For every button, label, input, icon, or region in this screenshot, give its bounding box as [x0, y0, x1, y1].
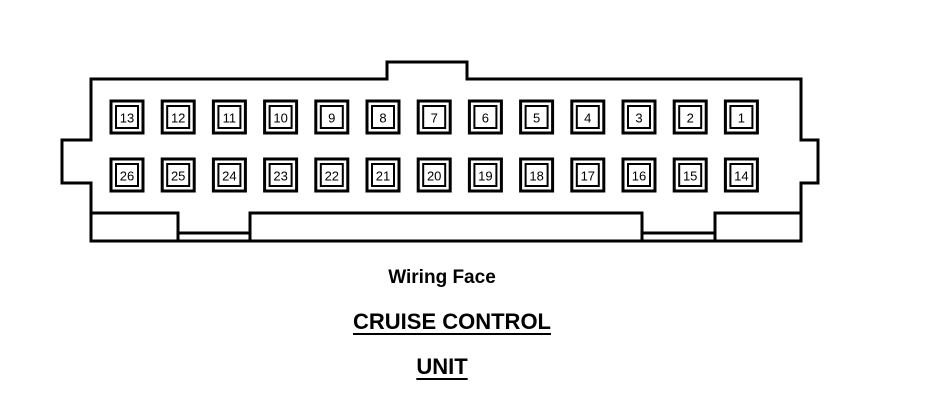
pin-number: 4 [584, 111, 591, 126]
pin-terminal [115, 163, 139, 187]
pin-terminal [575, 163, 600, 187]
pin-terminal [422, 163, 447, 187]
pin-number: 13 [120, 111, 134, 126]
pin-21: 21 [365, 157, 401, 193]
pin-18: 18 [519, 157, 555, 193]
pin-terminal [729, 105, 754, 129]
pin-terminal [371, 163, 395, 187]
diagram-title: CRUISE CONTROL [353, 309, 551, 334]
pin-25: 25 [160, 157, 196, 193]
pin-number: 19 [478, 169, 492, 184]
pin-22: 22 [314, 157, 350, 193]
connector-bottom-key [91, 211, 801, 241]
pin-number: 24 [222, 169, 236, 184]
pin-number: 22 [325, 169, 339, 184]
pin-terminal [319, 105, 344, 129]
pin-9: 9 [314, 99, 350, 135]
pin-number: 12 [171, 111, 185, 126]
pin-terminal [166, 105, 191, 129]
pin-3: 3 [621, 99, 657, 135]
pin-terminal [115, 105, 139, 129]
pin-terminal [371, 105, 395, 129]
pin-terminal [524, 105, 549, 129]
pin-number: 10 [273, 111, 287, 126]
pin-number: 6 [482, 111, 489, 126]
pin-terminal [627, 163, 651, 187]
wiring-face-label: Wiring Face [388, 267, 496, 288]
pin-number: 21 [376, 169, 390, 184]
pin-terminal [524, 163, 549, 187]
pin-row-top: 13 12 11 10 9 8 7 6 5 4 3 2 1 [109, 99, 759, 135]
pin-number: 11 [223, 111, 237, 126]
pin-15: 15 [672, 157, 708, 193]
pin-number: 1 [738, 111, 745, 126]
pin-number: 26 [120, 169, 134, 184]
pin-19: 19 [467, 157, 503, 193]
pin-14: 14 [723, 157, 759, 193]
pin-number: 3 [635, 111, 642, 126]
pin-23: 23 [263, 157, 299, 193]
pin-terminal [473, 163, 498, 187]
pin-terminal [678, 163, 703, 187]
pin-5: 5 [519, 99, 555, 135]
pin-1: 1 [723, 99, 759, 135]
pin-13: 13 [109, 99, 145, 135]
pin-terminal [627, 105, 651, 129]
pin-number: 9 [328, 111, 335, 126]
diagram-subtitle: UNIT [416, 354, 468, 379]
pin-terminal [473, 105, 498, 129]
pin-17: 17 [570, 157, 606, 193]
pin-number: 20 [427, 169, 441, 184]
pin-26: 26 [109, 157, 145, 193]
pin-number: 14 [734, 169, 748, 184]
pin-11: 11 [211, 99, 247, 135]
pin-number: 25 [171, 169, 185, 184]
pin-terminal [217, 163, 242, 187]
pin-20: 20 [416, 157, 452, 193]
pin-terminal [268, 105, 293, 129]
pin-terminal [268, 163, 293, 187]
pin-terminal [319, 163, 344, 187]
pin-terminal [575, 105, 600, 129]
pin-8: 8 [365, 99, 401, 135]
pin-number: 18 [529, 169, 543, 184]
pin-7: 7 [416, 99, 452, 135]
pin-terminal [217, 105, 242, 129]
pin-terminal [729, 163, 754, 187]
pin-16: 16 [621, 157, 657, 193]
pin-2: 2 [672, 99, 708, 135]
pin-4: 4 [570, 99, 606, 135]
pin-number: 5 [533, 111, 540, 126]
pin-10: 10 [263, 99, 299, 135]
pin-number: 2 [687, 111, 694, 126]
pin-number: 16 [632, 169, 646, 184]
pin-terminal [678, 105, 703, 129]
pin-number: 17 [581, 169, 595, 184]
pin-row-bottom: 26 25 24 23 22 21 20 19 18 17 16 15 14 [109, 157, 759, 193]
pin-terminal [166, 163, 191, 187]
pin-number: 8 [379, 111, 386, 126]
pin-number: 7 [431, 111, 438, 126]
pin-number: 23 [273, 169, 287, 184]
pin-12: 12 [160, 99, 196, 135]
pin-6: 6 [467, 99, 503, 135]
pin-24: 24 [211, 157, 247, 193]
pin-number: 15 [683, 169, 697, 184]
pin-terminal [422, 105, 447, 129]
